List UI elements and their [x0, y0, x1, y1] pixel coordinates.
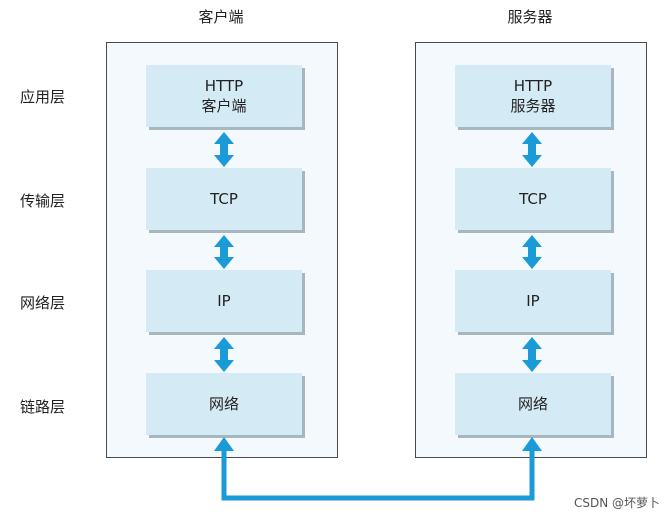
watermark: CSDN @坏萝卜	[571, 493, 662, 512]
client-network-box: 网络	[146, 373, 302, 435]
client-tcp-box: TCP	[146, 168, 302, 230]
network-link-connector	[221, 450, 535, 501]
server-tcp-box: TCP	[455, 168, 611, 230]
server-arrow-tcp-ip-icon	[522, 235, 542, 269]
server-ip-box: IP	[455, 270, 611, 332]
server-arrow-ip-network-icon	[522, 337, 542, 372]
link-arrowhead-client-icon	[214, 437, 234, 451]
layer-label-network: 网络层	[20, 294, 66, 312]
client-ip-box: IP	[146, 270, 302, 332]
server-network-box: 网络	[455, 373, 611, 435]
client-http-box: HTTP 客户端	[146, 65, 302, 127]
link-arrowhead-server-icon	[522, 437, 542, 451]
server-arrow-http-tcp-icon	[522, 132, 542, 167]
layer-label-link: 链路层	[20, 398, 66, 416]
server-http-box: HTTP 服务器	[455, 65, 611, 127]
server-column-title: 服务器	[507, 8, 553, 26]
layer-label-application: 应用层	[20, 88, 66, 106]
layer-label-transport: 传输层	[20, 192, 66, 210]
client-arrow-tcp-ip-icon	[214, 235, 234, 269]
client-column-title: 客户端	[198, 8, 244, 26]
client-arrow-ip-network-icon	[214, 337, 234, 372]
client-arrow-http-tcp-icon	[214, 132, 234, 167]
